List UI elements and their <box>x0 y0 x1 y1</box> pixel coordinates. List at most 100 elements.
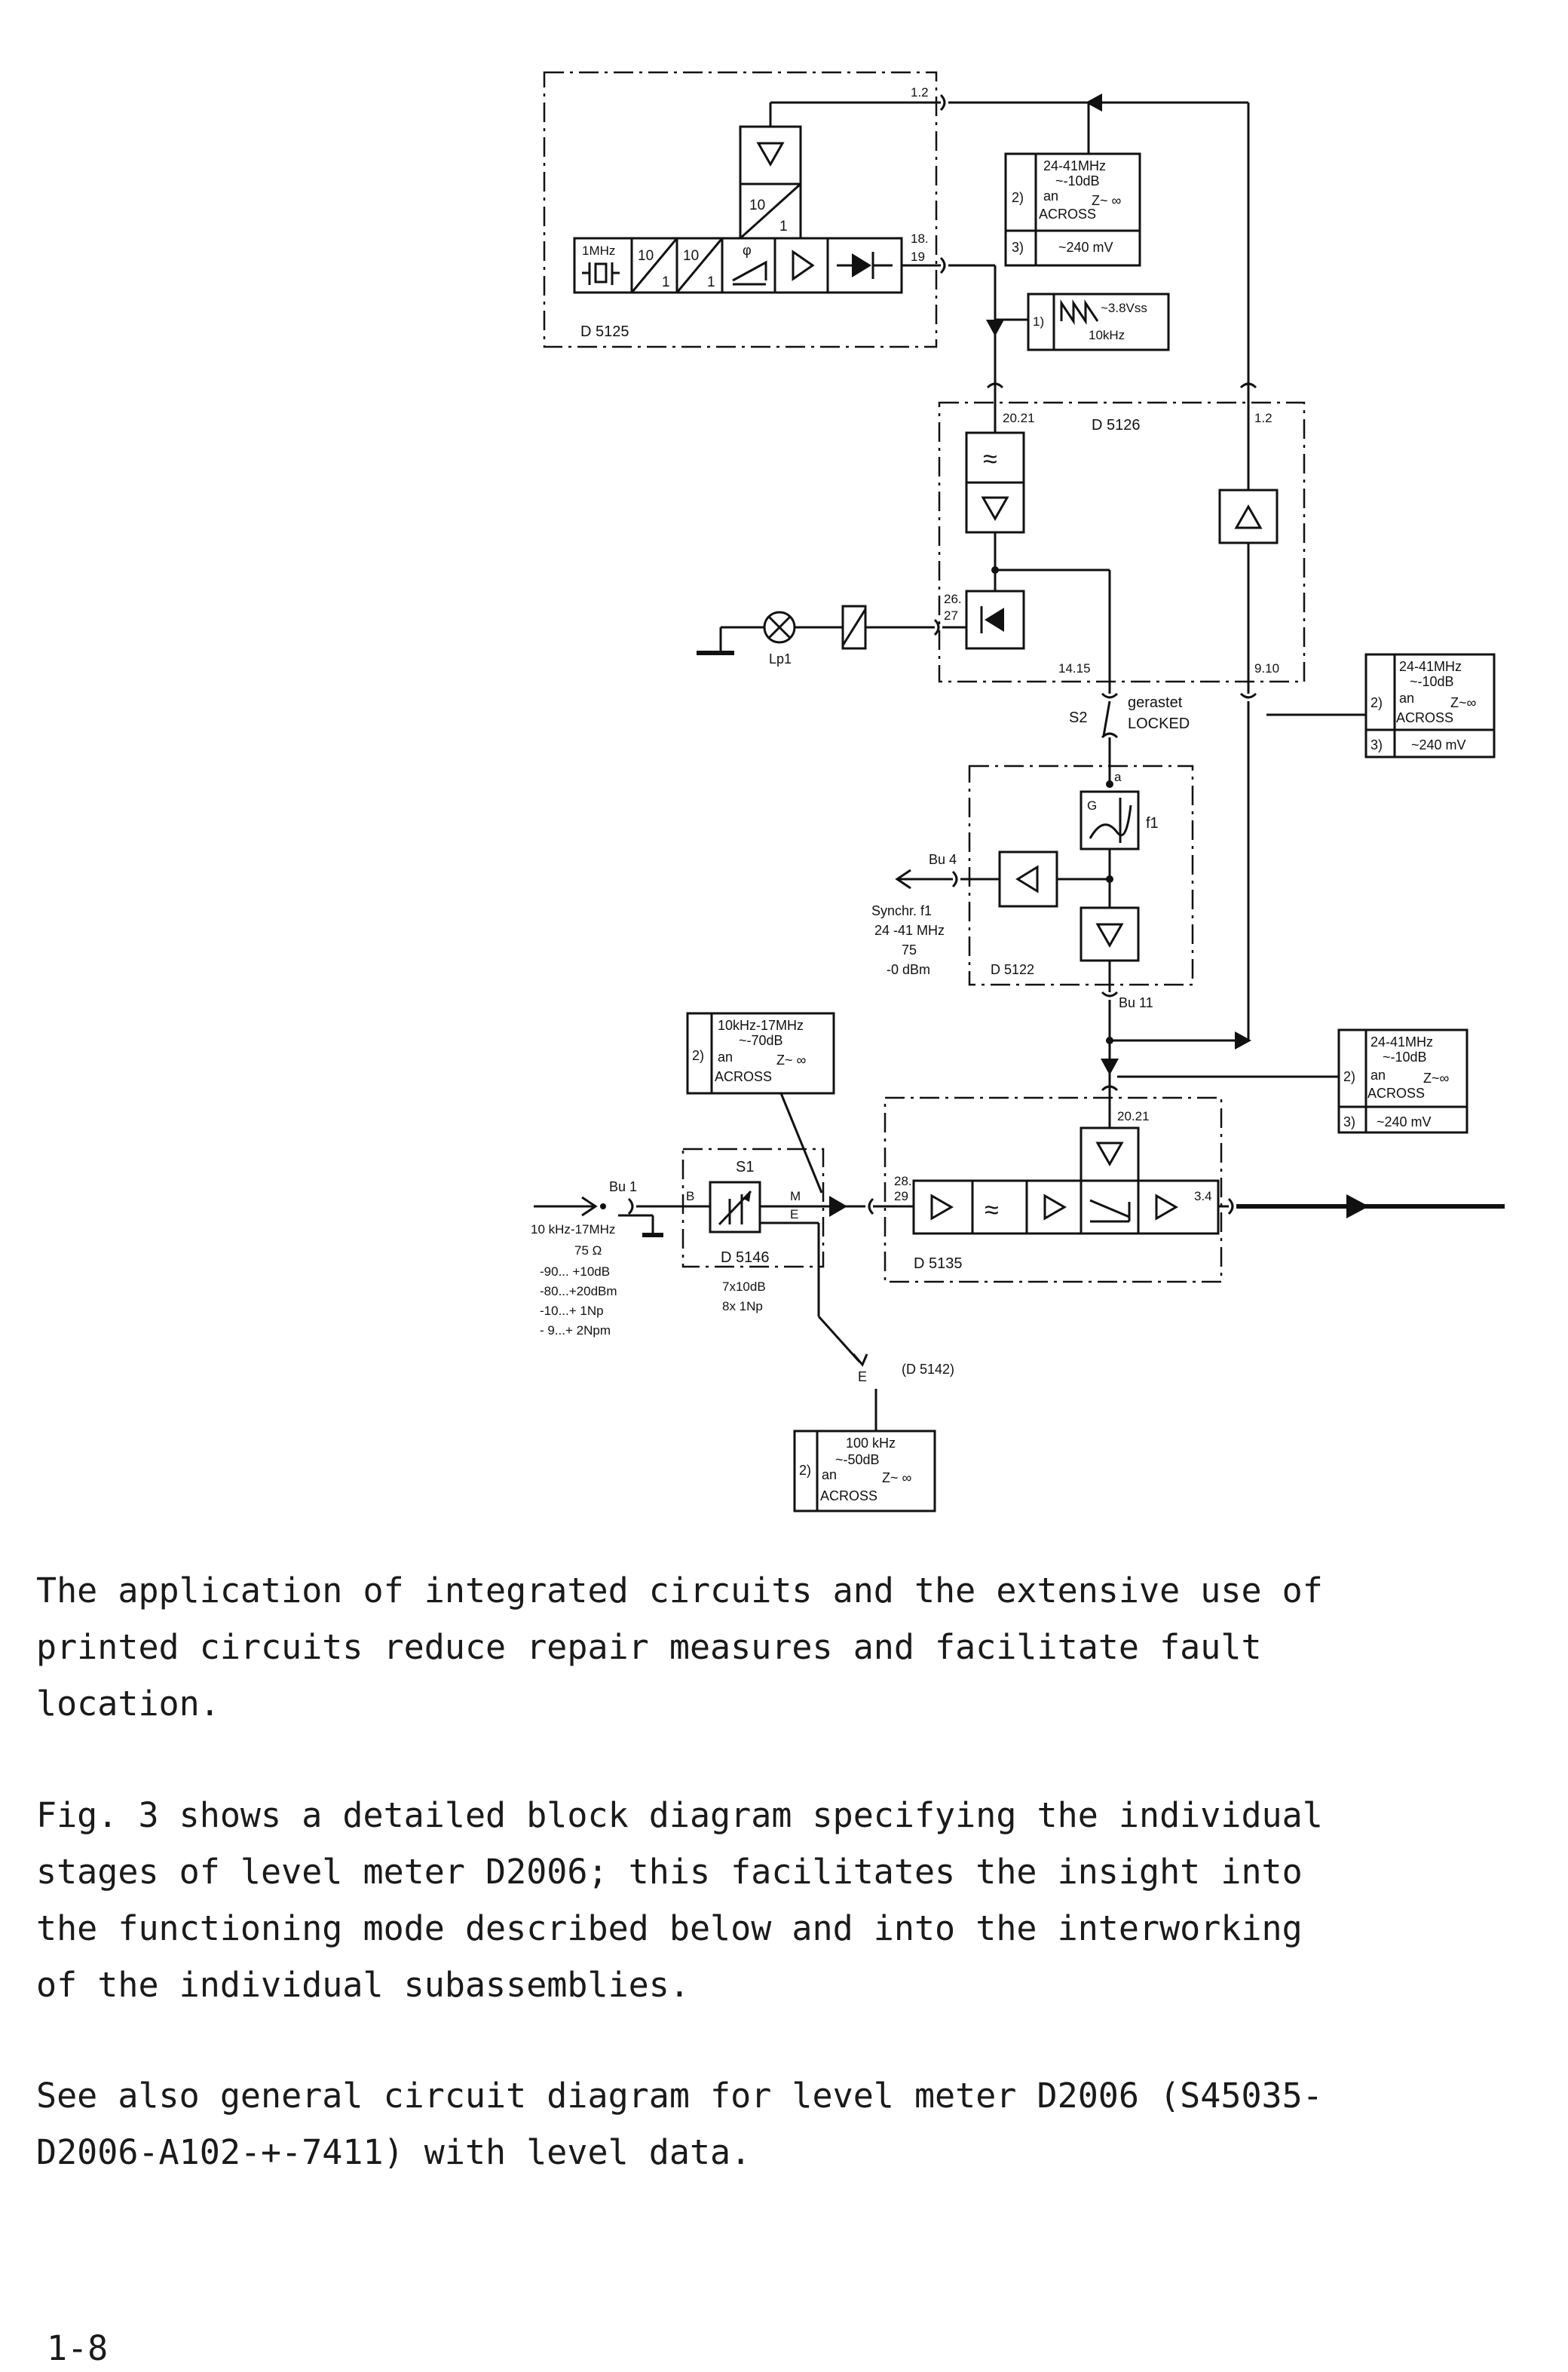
svg-text:24-41MHz: 24-41MHz <box>1370 1034 1433 1050</box>
bu4-label: Bu 4 <box>929 852 957 867</box>
divider-3-bottom: 1 <box>779 219 788 234</box>
svg-text:3): 3) <box>1370 737 1383 752</box>
amplifier-block-d5135-top <box>1080 1126 1140 1182</box>
pin-20-21-d5135: 20.21 <box>1117 1109 1150 1123</box>
svg-text:~-10dB: ~-10dB <box>1055 173 1100 188</box>
divider-1-top: 10 <box>638 248 654 264</box>
amplifier-triangle-icon <box>792 250 815 281</box>
svg-text:Z~ ∞: Z~ ∞ <box>882 1470 912 1485</box>
svg-text:24-41MHz: 24-41MHz <box>1043 158 1106 173</box>
arrow-right-bu11 <box>1235 1031 1251 1050</box>
svg-text:2): 2) <box>1370 695 1383 710</box>
input-freq: 10 kHz-17MHz <box>531 1222 615 1237</box>
divider-3-top: 10 <box>749 198 765 213</box>
module-d5142-label: (D 5142) <box>902 1362 954 1377</box>
pin-1-2-d5126: 1.2 <box>1254 411 1272 425</box>
module-d5126-frame <box>938 401 1306 683</box>
attenuator-steps-np: 8x 1Np <box>722 1299 763 1313</box>
connector-1-2-top <box>939 93 946 112</box>
svg-text:an: an <box>1370 1068 1386 1083</box>
switch-s1-label: S1 <box>736 1159 754 1175</box>
switch-s2-locked: LOCKED <box>1128 716 1190 732</box>
arrow-down-d5135 <box>1101 1059 1119 1075</box>
block-diagram: D 5125 1MHz 10 1 10 1 φ 10 1 1.2 18. 19 <box>531 71 1505 1512</box>
phase-symbol: φ <box>743 243 752 258</box>
svg-text:2): 2) <box>1343 1069 1355 1084</box>
module-d5146-frame <box>681 1148 825 1268</box>
amplifier-up-icon <box>1234 504 1263 529</box>
arrow-left-bu4 <box>895 869 911 890</box>
svg-text:~-10dB: ~-10dB <box>1410 674 1454 689</box>
svg-text:Z~ ∞: Z~ ∞ <box>776 1053 807 1068</box>
range-np: -10...+ 1Np <box>540 1304 604 1318</box>
filter-icon: ≈ <box>985 1196 999 1224</box>
svg-text:~-50dB: ~-50dB <box>835 1452 880 1467</box>
amplifier-down-icon <box>981 496 1009 522</box>
synchr-impedance: 75 <box>902 942 917 958</box>
svg-text:an: an <box>1043 188 1058 204</box>
amplifier-icon-1 <box>930 1194 954 1221</box>
pin-m: M <box>790 1189 801 1203</box>
pin-14-15: 14.15 <box>1058 661 1091 676</box>
svg-text:an: an <box>822 1467 837 1482</box>
svg-text:10kHz: 10kHz <box>1089 328 1125 342</box>
callout-level-top: 2) 24-41MHz ~-10dB an Z~ ∞ ACROSS 3) ~24… <box>1004 103 1141 267</box>
svg-text:1): 1) <box>1033 314 1044 329</box>
sawtooth-icon <box>732 260 767 282</box>
svg-text:3): 3) <box>1012 240 1024 255</box>
svg-text:3): 3) <box>1343 1114 1355 1129</box>
amplifier-block-d5122 <box>1080 906 1140 962</box>
pin-e-d5142: E <box>858 1369 867 1384</box>
pin-e: E <box>790 1207 798 1221</box>
range-npm: - 9...+ 2Npm <box>540 1323 611 1338</box>
switch-s2-label: S2 <box>1069 709 1087 726</box>
amplifier-down-icon <box>756 142 785 167</box>
svg-text:~-70dB: ~-70dB <box>739 1033 783 1048</box>
range-dbm: -80...+20dBm <box>540 1284 617 1298</box>
svg-text:24-41MHz: 24-41MHz <box>1399 659 1462 674</box>
paragraph-ic-application: The application of integrated circuits a… <box>36 1571 1323 1724</box>
divider-2-top: 10 <box>683 248 699 264</box>
page-number: 1-8 <box>47 2328 109 2368</box>
crystal-icon <box>582 262 620 285</box>
arrow-down-sawtooth <box>986 320 1004 336</box>
arrow-left-top <box>1086 93 1102 112</box>
svg-text:ACROSS: ACROSS <box>820 1488 877 1503</box>
module-d5125-frame <box>543 71 938 348</box>
module-d5135-label: D 5135 <box>914 1255 963 1272</box>
pin-3-4: 3.4 <box>1194 1189 1212 1203</box>
amplifier-block-vertical <box>739 125 802 185</box>
module-d5126-label: D 5126 <box>1092 417 1141 434</box>
oscillator-label: 1MHz <box>582 244 615 258</box>
input-arrow <box>581 1196 598 1217</box>
callout-level-middle: 2) 24-41MHz ~-10dB an Z~∞ ACROSS 3) ~240… <box>1364 653 1496 758</box>
amplifier-block-left <box>998 850 1058 908</box>
lamp-icon <box>763 611 796 644</box>
amplifier-down-icon <box>1095 923 1124 948</box>
lamp-label: Lp1 <box>769 651 792 667</box>
bu11-label: Bu 11 <box>1119 995 1153 1010</box>
pin-1-2-top: 1.2 <box>911 85 929 100</box>
pin-a: a <box>1114 770 1122 784</box>
svg-text:an: an <box>718 1050 733 1065</box>
paragraph-fig3-description: Fig. 3 shows a detailed block diagram sp… <box>36 1795 1323 2005</box>
divider-2-bottom: 1 <box>707 274 715 290</box>
amplifier-block-d5125 <box>773 237 829 294</box>
svg-text:an: an <box>1399 691 1414 706</box>
lowpass-filter-icon: ≈ <box>983 445 997 473</box>
bu1-label: Bu 1 <box>609 1179 637 1194</box>
range-db: -90... +10dB <box>540 1264 610 1279</box>
pin-28: 28. <box>894 1174 912 1188</box>
switch-s2-gerastet: gerastet <box>1128 694 1183 711</box>
module-d5122-frame <box>968 765 1194 986</box>
amplifier-icon-2 <box>1043 1194 1067 1221</box>
svg-text:2): 2) <box>692 1048 704 1063</box>
synchr-freq: 24 -41 MHz <box>874 923 945 938</box>
svg-text:Z~∞: Z~∞ <box>1423 1071 1450 1086</box>
svg-text:ACROSS: ACROSS <box>1367 1086 1425 1101</box>
svg-text:~240 mV: ~240 mV <box>1058 240 1113 255</box>
svg-text:100 kHz: 100 kHz <box>846 1436 896 1451</box>
svg-text:~240 mV: ~240 mV <box>1377 1114 1432 1129</box>
pin-29: 29 <box>894 1189 908 1203</box>
svg-text:~-10dB: ~-10dB <box>1383 1050 1427 1065</box>
